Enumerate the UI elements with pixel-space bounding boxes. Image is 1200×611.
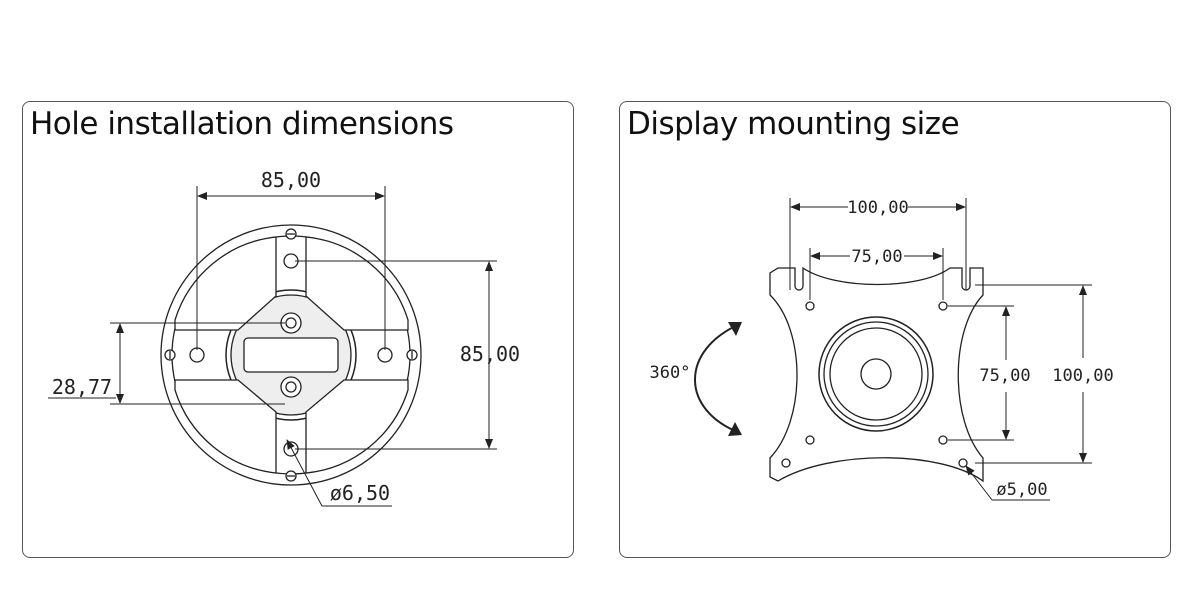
dim-inner-height-label: 75,00 <box>979 366 1030 386</box>
left-dimension-lines <box>48 186 497 507</box>
right-dimension-lines <box>789 198 1092 501</box>
dim-right-label: 85,00 <box>460 342 520 366</box>
dim-outer-width-label: 100,00 <box>847 198 908 218</box>
dim-inner-width-label: 75,00 <box>851 247 902 267</box>
panel-title: Hole installation dimensions <box>30 106 454 142</box>
round-mounting-plate <box>160 224 422 486</box>
dim-outer-height-label: 100,00 <box>1052 366 1113 386</box>
vesa-mounting-plate <box>769 266 984 483</box>
hole-installation-panel: Hole installation dimensions <box>22 101 574 558</box>
rotation-label: 360° <box>650 363 691 383</box>
dim-hole-label: ø5,00 <box>996 480 1047 500</box>
rotation-arrow-icon <box>694 322 742 436</box>
dim-left-label: 28,77 <box>52 375 112 399</box>
dim-hole-label: ø6,50 <box>330 481 390 505</box>
dim-top-label: 85,00 <box>261 168 321 192</box>
panel-title: Display mounting size <box>627 106 960 142</box>
